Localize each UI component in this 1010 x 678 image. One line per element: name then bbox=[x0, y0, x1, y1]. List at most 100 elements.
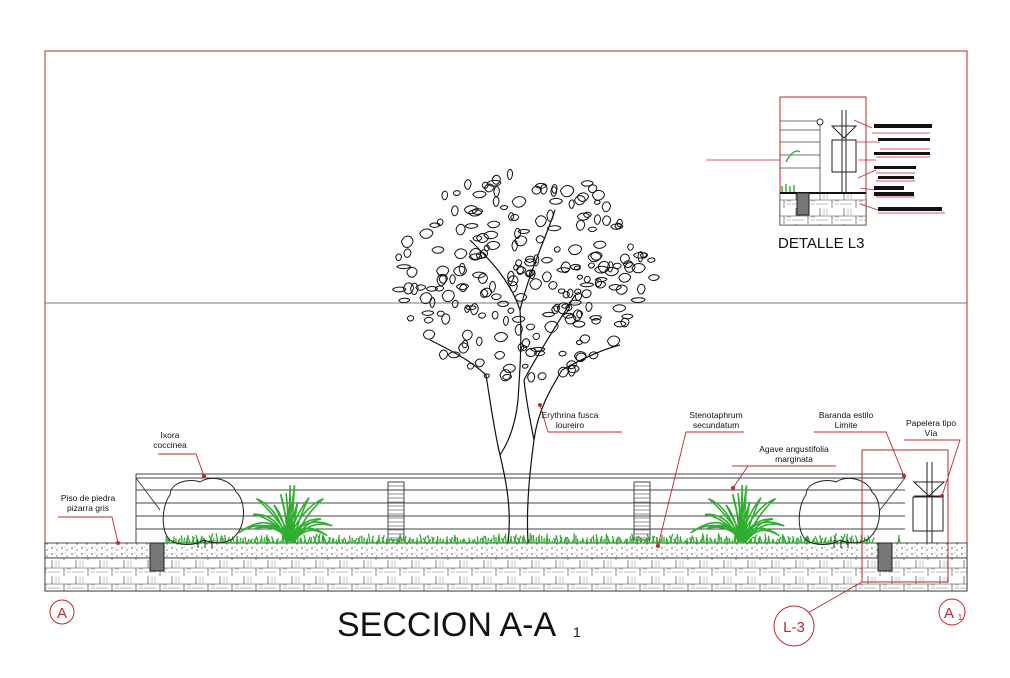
leaf-cluster bbox=[450, 205, 459, 217]
leaf-cluster bbox=[475, 252, 487, 259]
leaf-cluster bbox=[541, 271, 552, 283]
leaf-cluster bbox=[591, 189, 606, 201]
leaf-cluster bbox=[400, 235, 414, 248]
leaf-cluster bbox=[461, 340, 469, 349]
leaf-cluster bbox=[511, 315, 526, 323]
leaf-cluster bbox=[398, 297, 411, 304]
leaf-cluster bbox=[499, 205, 509, 211]
leaf-cluster bbox=[530, 347, 546, 353]
leaf-cluster bbox=[506, 270, 515, 283]
svg-text:L-3: L-3 bbox=[783, 619, 805, 636]
label-rail-line2: Limite bbox=[835, 420, 858, 430]
leaf-cluster bbox=[548, 197, 563, 205]
leaf-cluster bbox=[463, 179, 472, 190]
grass-blade bbox=[581, 537, 585, 544]
label-floor-line1: Piso de piedra bbox=[61, 493, 116, 503]
leaf-cluster bbox=[604, 266, 619, 277]
leaf-cluster bbox=[511, 196, 527, 208]
leaf-cluster bbox=[493, 185, 500, 198]
leaf-cluster bbox=[525, 323, 536, 331]
leaf-cluster bbox=[630, 297, 646, 303]
leaf-cluster bbox=[421, 310, 435, 316]
leaf-cluster bbox=[583, 275, 591, 284]
leaf-cluster bbox=[492, 196, 500, 207]
grass-blade bbox=[548, 538, 554, 544]
agave-plant-left bbox=[238, 484, 333, 544]
leaf-cluster bbox=[576, 310, 583, 319]
grass-blade bbox=[668, 533, 674, 544]
leaf-cluster bbox=[576, 192, 590, 202]
leaf-cluster bbox=[541, 311, 555, 318]
leaf-cluster bbox=[434, 285, 445, 292]
grass-blade bbox=[805, 535, 809, 544]
svg-text:A: A bbox=[944, 605, 954, 622]
grass-blade bbox=[717, 533, 721, 544]
railing-post-left bbox=[149, 542, 165, 572]
leaf-cluster bbox=[458, 262, 466, 275]
grass-blade bbox=[545, 533, 549, 544]
grass-blade bbox=[377, 534, 381, 544]
grass-blade bbox=[165, 536, 169, 544]
leaf-cluster bbox=[471, 208, 484, 215]
grass-blade bbox=[497, 533, 501, 544]
leaf-cluster bbox=[618, 272, 632, 283]
grass-blade bbox=[541, 535, 545, 544]
grass-blade bbox=[559, 534, 567, 544]
leaf-cluster bbox=[396, 264, 411, 270]
leaf-cluster bbox=[546, 225, 562, 232]
leaf-cluster bbox=[608, 284, 622, 291]
grass-blade bbox=[317, 533, 321, 544]
leaf-cluster bbox=[438, 349, 449, 360]
grass-blade bbox=[185, 537, 189, 544]
grass-blade bbox=[725, 535, 729, 544]
grass-blade bbox=[456, 537, 462, 544]
agave-leaf bbox=[286, 527, 328, 544]
grass-blade bbox=[328, 536, 334, 544]
grass-blade bbox=[260, 535, 266, 544]
label-agave-line1: Agave angustifolia bbox=[759, 444, 829, 454]
grass-blade bbox=[537, 534, 541, 544]
grass-blade bbox=[824, 538, 830, 544]
grass-blade bbox=[419, 534, 427, 544]
leaf-cluster bbox=[579, 282, 594, 288]
leaf-cluster bbox=[573, 288, 582, 295]
grass-blade bbox=[661, 534, 665, 544]
leaf-cluster bbox=[507, 307, 515, 314]
leaf-cluster bbox=[591, 318, 601, 325]
leaf-cluster bbox=[631, 263, 646, 274]
grass-blade bbox=[589, 536, 594, 544]
agave-leaf bbox=[707, 497, 746, 544]
grass-blade bbox=[489, 537, 493, 544]
agave-leaf bbox=[690, 521, 746, 544]
grass-blade bbox=[348, 535, 353, 544]
leaf-cluster bbox=[395, 253, 403, 262]
leaf-cluster bbox=[447, 351, 461, 359]
leaf-cluster bbox=[452, 190, 461, 197]
grass-blade bbox=[595, 533, 603, 544]
label-bin-line1: Papelera tipo bbox=[906, 418, 956, 428]
leaf-cluster bbox=[601, 215, 612, 226]
leaf-cluster bbox=[422, 329, 436, 340]
leaf-cluster bbox=[532, 254, 540, 267]
leaf-cluster bbox=[436, 310, 445, 317]
drawing-frame bbox=[44, 50, 968, 592]
label-grass-line1: Stenotaphrum bbox=[689, 410, 742, 420]
leaf-cluster bbox=[647, 274, 660, 281]
grass-blade bbox=[629, 536, 633, 544]
leaf-cluster bbox=[532, 332, 541, 341]
grass-blade bbox=[688, 535, 694, 544]
leaf-cluster bbox=[436, 274, 447, 287]
leaf-cluster bbox=[587, 226, 597, 233]
leaf-cluster bbox=[415, 284, 426, 291]
leaf-cluster bbox=[569, 263, 582, 271]
grass-blade bbox=[600, 536, 606, 544]
label-grass-line2: secundatum bbox=[693, 420, 739, 430]
grass-blade bbox=[468, 537, 474, 544]
leaf-cluster bbox=[514, 323, 523, 336]
grass-blade bbox=[332, 537, 338, 544]
leaf-cluster bbox=[583, 211, 592, 218]
grass-blade bbox=[361, 535, 365, 544]
label-bin-line2: Vía bbox=[925, 428, 938, 438]
leaf-cluster bbox=[601, 201, 612, 213]
